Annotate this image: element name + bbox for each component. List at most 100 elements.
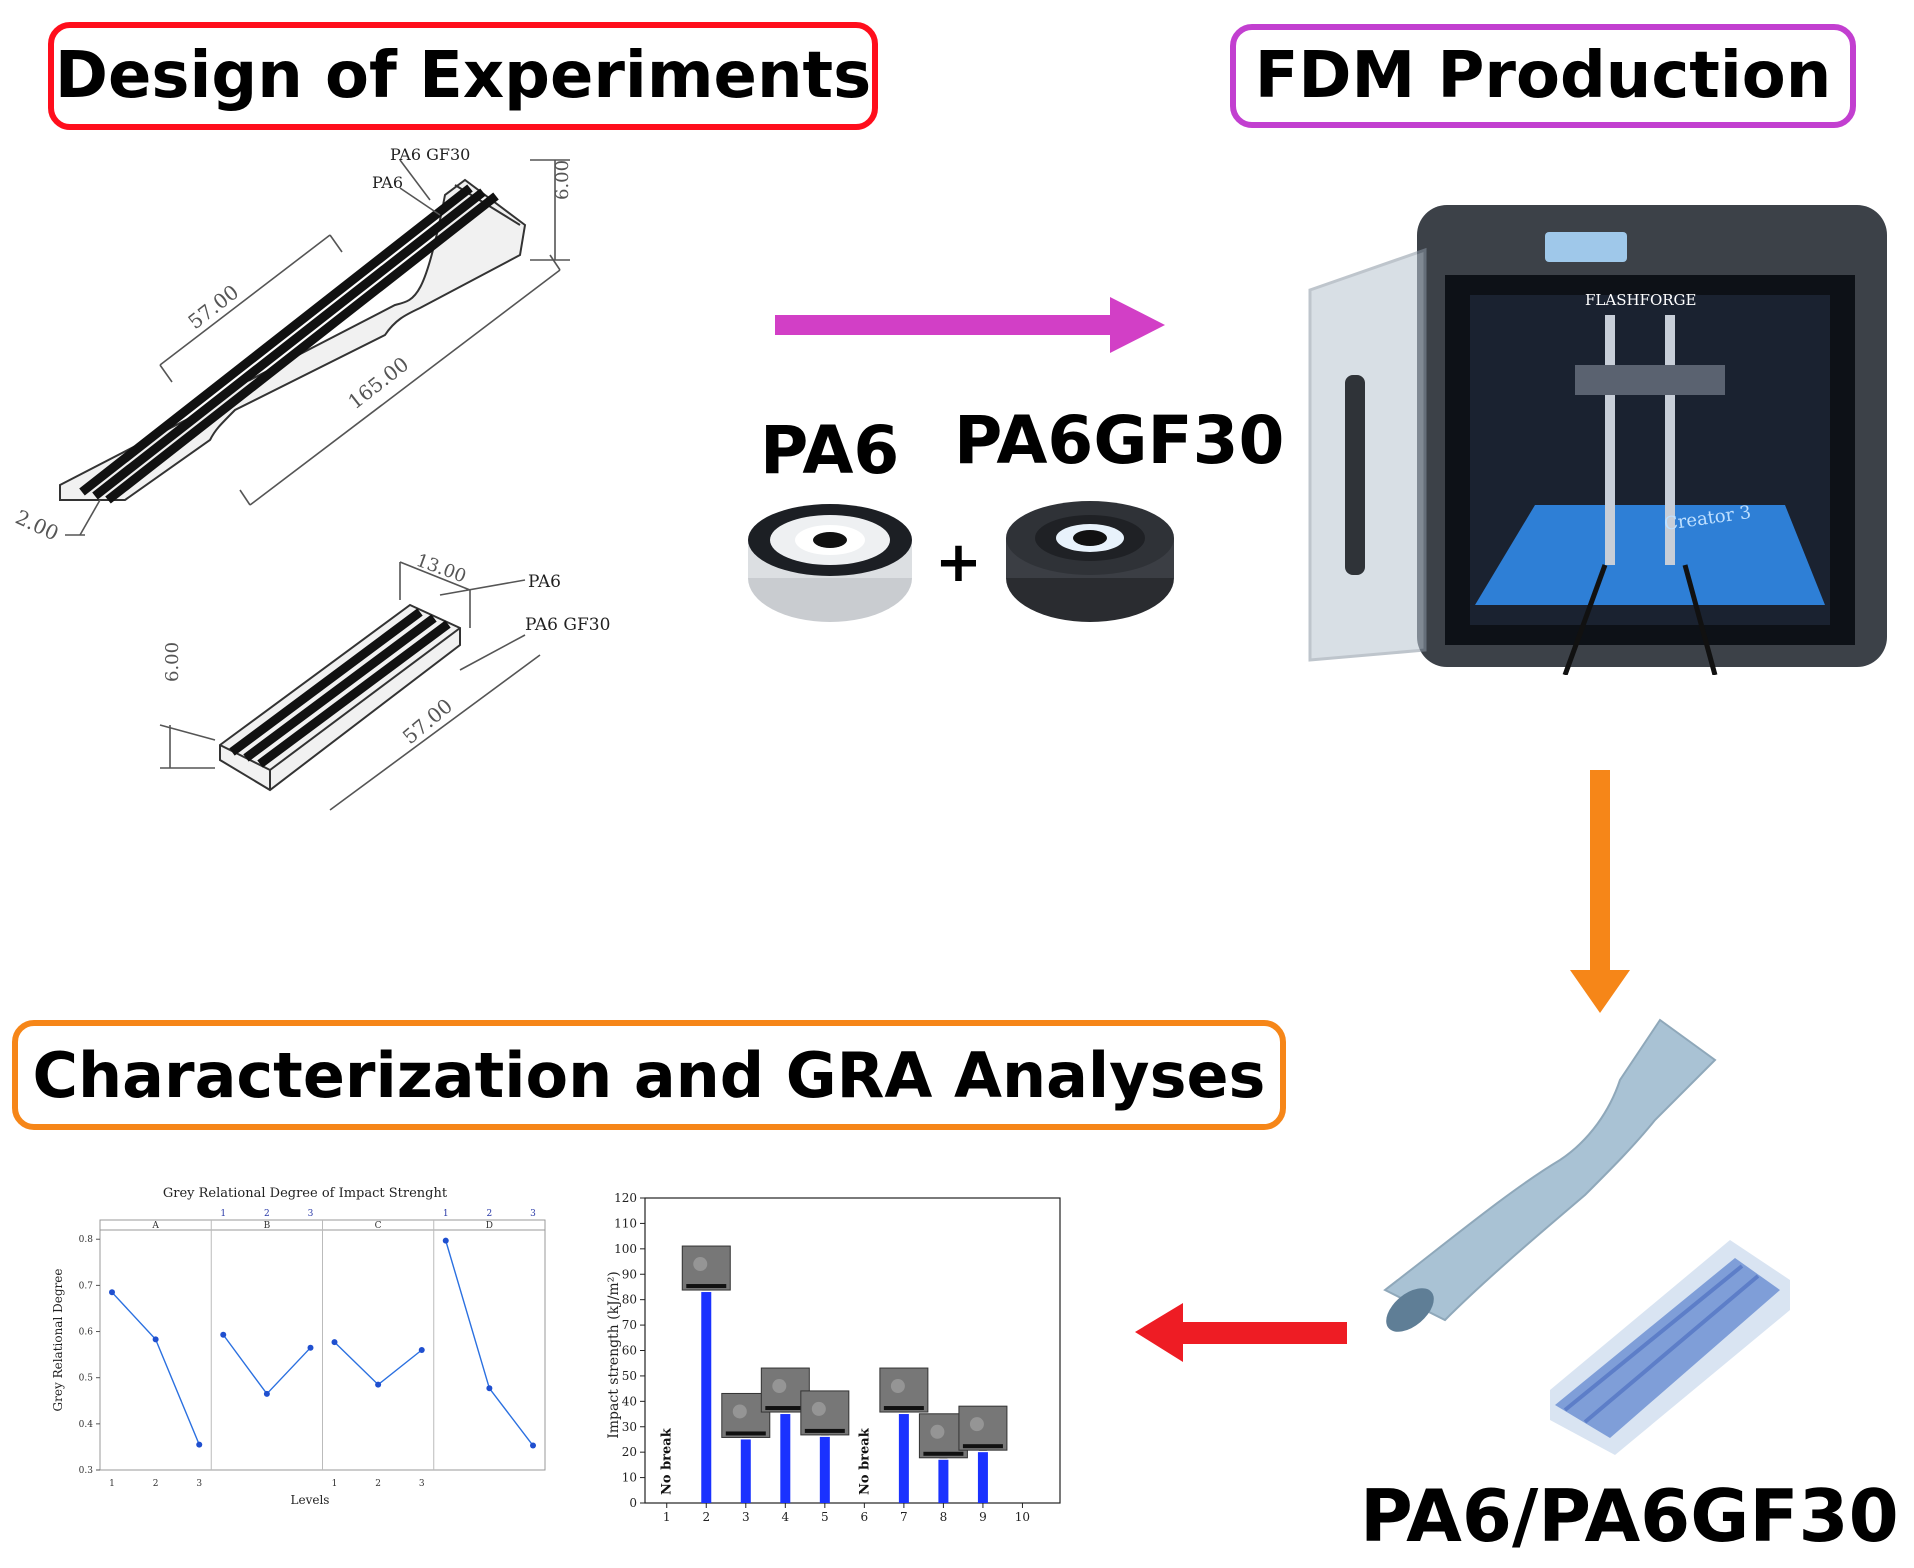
- fdm-production-title: FDM Production: [1230, 24, 1856, 128]
- impact-xtick-label: 5: [821, 1510, 829, 1524]
- characterization-title-text: Characterization and GRA Analyses: [32, 1038, 1266, 1112]
- gra-chart-xlabel: Levels: [291, 1493, 330, 1507]
- impact-ytick-label: 40: [622, 1394, 637, 1408]
- impact-xtick-label: 10: [1015, 1510, 1030, 1524]
- gra-xtick-label: 1: [109, 1479, 115, 1489]
- gra-ytick-label: 0.5: [79, 1374, 94, 1384]
- gra-data-point: [375, 1381, 382, 1388]
- impact-xtick-label: 4: [781, 1510, 789, 1524]
- impact-xtick-label: 6: [861, 1510, 869, 1524]
- gra-data-point: [530, 1442, 536, 1449]
- gra-panel-name: D: [486, 1221, 493, 1231]
- gra-data-point: [196, 1441, 203, 1448]
- gra-ytick-label: 0.4: [79, 1420, 94, 1430]
- pa6gf30-label: PA6GF30: [954, 402, 1285, 479]
- gra-xtick-label: 2: [487, 1209, 493, 1219]
- impact-dimension-lines: [159, 561, 541, 811]
- plus-sign: +: [935, 530, 982, 595]
- gra-panel-name: C: [375, 1221, 382, 1231]
- gra-series-line: [111, 1291, 200, 1445]
- gra-xtick-label: 1: [332, 1479, 338, 1489]
- impact-ytick-label: 110: [614, 1216, 637, 1230]
- gra-series-line: [222, 1334, 312, 1395]
- pa6-label: PA6: [760, 412, 900, 489]
- pa6-spool-image: [748, 504, 912, 622]
- sem-image-scale-bar: [725, 1431, 766, 1436]
- gra-chart-title: Grey Relational Degree of Impact Strengh…: [163, 1186, 448, 1201]
- impact-dim-height: 6.00: [162, 642, 183, 682]
- tensile-label-pa6gf30: PA6 GF30: [390, 145, 470, 164]
- gra-xtick-label: 2: [264, 1209, 270, 1219]
- no-break-annotation: No break: [857, 1427, 872, 1495]
- design-title-text: Design of Experiments: [54, 39, 872, 113]
- impact-ytick-label: 60: [622, 1344, 637, 1358]
- impact-ytick-label: 90: [622, 1267, 637, 1281]
- impact-bar: [938, 1459, 949, 1503]
- impact-bar: [780, 1414, 791, 1503]
- impact-bar: [819, 1436, 830, 1503]
- characterization-title: Characterization and GRA Analyses: [12, 1020, 1286, 1130]
- impact-specimen-drawing: [219, 603, 461, 792]
- sem-image-scale-bar: [765, 1406, 806, 1411]
- gra-data-point: [331, 1339, 338, 1346]
- pa6gf30-spool-image: [1006, 501, 1174, 622]
- impact-label-pa6gf30: PA6 GF30: [525, 615, 610, 635]
- impact-ytick-label: 0: [629, 1496, 637, 1510]
- gra-xtick-label: 1: [220, 1209, 226, 1219]
- impact-core-strands: [229, 608, 451, 768]
- impact-xtick-label: 8: [940, 1510, 948, 1524]
- gra-data-point: [442, 1237, 449, 1244]
- impact-xtick-label: 1: [663, 1510, 671, 1524]
- tensile-dim-width: 2.00: [12, 505, 63, 546]
- tensile-label-pa6: PA6: [372, 173, 403, 192]
- sem-image-scale-bar: [962, 1444, 1003, 1449]
- impact-ytick-label: 120: [614, 1191, 637, 1205]
- gra-ytick-label: 0.3: [79, 1466, 94, 1476]
- sem-image-inset: [879, 1367, 929, 1413]
- tensile-dim-height: 6.00: [552, 160, 573, 200]
- arrow-specimens-to-analysis: [1135, 1303, 1347, 1362]
- gra-ytick-label: 0.8: [79, 1235, 94, 1245]
- gra-data-point: [307, 1344, 314, 1351]
- grey-relational-degree-chart: Grey Relational Degree of Impact Strengh…: [51, 1186, 546, 1507]
- impact-dim-width: 13.00: [413, 550, 469, 587]
- tensile-dim-gauge: 57.00: [183, 280, 243, 334]
- gra-data-point: [220, 1331, 227, 1338]
- sem-image-scale-bar: [883, 1406, 924, 1411]
- gra-panel-name: A: [151, 1221, 159, 1231]
- impact-xtick-label: 9: [979, 1510, 987, 1524]
- impact-dim-length: 57.00: [398, 694, 457, 749]
- gra-data-point: [418, 1347, 425, 1353]
- tensile-dim-length: 165.00: [343, 352, 413, 414]
- specimen-technical-drawings: PA6 GF30 PA6 6.00 57.00 165.00 2.00 13.0…: [12, 145, 610, 811]
- gra-xtick-label: 3: [196, 1479, 202, 1489]
- gra-series-line: [445, 1240, 534, 1446]
- impact-bar: [701, 1292, 712, 1503]
- sem-image-detail: [732, 1404, 747, 1419]
- sem-image-detail: [930, 1424, 945, 1439]
- sem-image-inset: [958, 1405, 1008, 1451]
- impact-xtick-label: 2: [702, 1510, 710, 1524]
- no-break-annotation: No break: [660, 1427, 675, 1495]
- impact-ytick-label: 30: [622, 1420, 637, 1434]
- impact-ytick-label: 50: [622, 1369, 637, 1383]
- printer-brand-label: FLASHFORGE: [1585, 291, 1697, 309]
- sem-image-inset: [800, 1390, 850, 1436]
- sem-image-detail: [772, 1379, 787, 1394]
- pa6-pa6gf30-result-label: PA6/PA6GF30: [1360, 1474, 1899, 1558]
- gra-data-point: [152, 1336, 159, 1343]
- gra-xtick-label: 3: [419, 1479, 425, 1489]
- gra-xtick-label: 2: [153, 1479, 159, 1489]
- gra-ytick-label: 0.7: [79, 1281, 94, 1291]
- sem-image-scale-bar: [923, 1451, 964, 1456]
- impact-chart-ylabel: Impact strength (kJ/m²): [606, 1271, 622, 1439]
- impact-bar: [740, 1439, 751, 1503]
- 3d-printer-image: FLASHFORGE Creator 3: [1308, 205, 1887, 675]
- impact-strength-bar-chart: Impact strength (kJ/m²) 0102030405060708…: [606, 1191, 1061, 1524]
- arrow-design-to-fdm: [775, 297, 1165, 353]
- gra-data-point: [486, 1385, 493, 1392]
- printed-specimens-image: [1383, 1018, 1790, 1455]
- sem-image-scale-bar: [686, 1284, 727, 1289]
- gra-panel-name: B: [264, 1221, 271, 1231]
- sem-image-detail: [890, 1379, 905, 1394]
